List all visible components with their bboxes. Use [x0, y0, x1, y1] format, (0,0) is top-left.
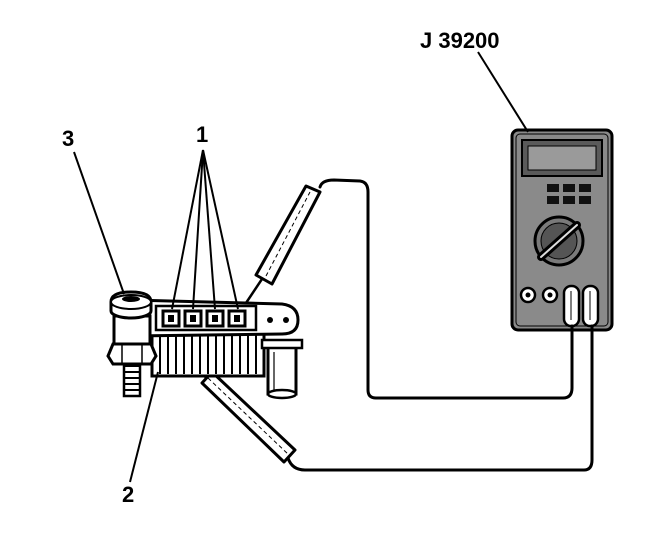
diode-terminals	[161, 309, 247, 328]
rectifier-bridge	[116, 298, 300, 378]
label-stud: 3	[62, 126, 75, 151]
label-heat-sink: 2	[122, 482, 135, 507]
terminal-stud	[106, 290, 158, 398]
meter-buttons	[547, 184, 591, 204]
test-lead-wire-upper	[318, 178, 574, 400]
label-meter: J 39200	[420, 28, 500, 53]
leader-lines	[73, 51, 529, 483]
meter-jacks	[519, 286, 559, 304]
multimeter	[510, 128, 614, 332]
meter-plug-black	[562, 284, 581, 328]
mounting-sleeve	[260, 338, 304, 400]
label-diode-leads: 1	[196, 122, 209, 147]
test-probe-upper	[244, 184, 322, 304]
test-lead-wire-lower	[286, 324, 594, 472]
meter-plug-red	[581, 284, 600, 328]
meter-rotary-dial	[533, 215, 585, 267]
